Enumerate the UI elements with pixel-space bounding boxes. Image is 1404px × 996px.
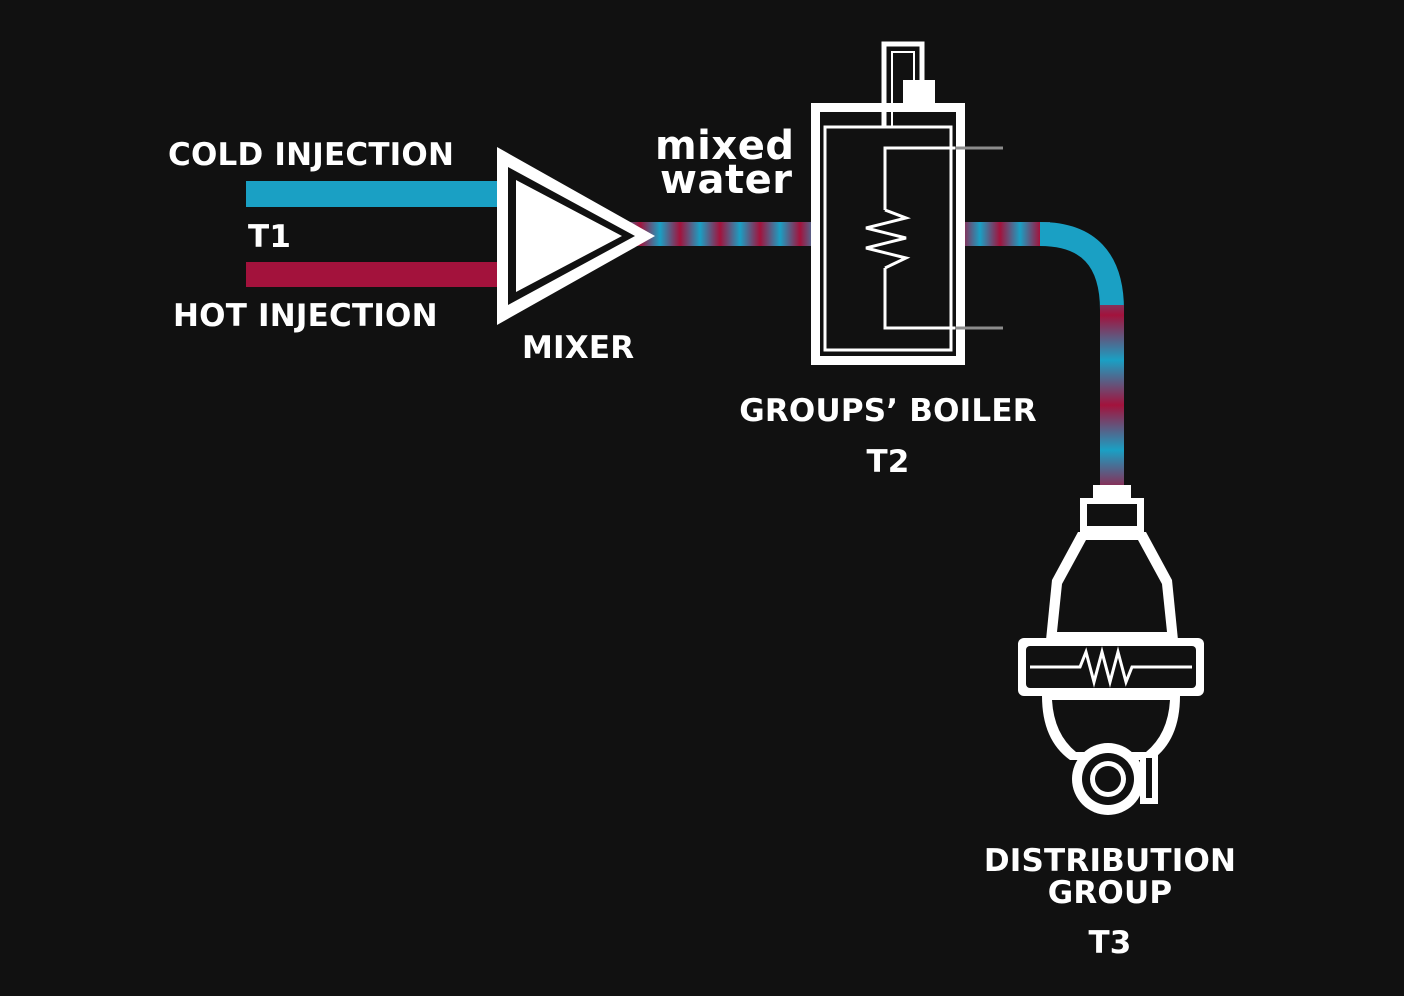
mixed-pipe-from-boiler bbox=[960, 222, 1050, 246]
t2-label: T2 bbox=[866, 444, 910, 480]
mixer-label: MIXER bbox=[522, 330, 635, 366]
mixed-water-label-line1: mixed bbox=[655, 123, 795, 169]
distribution-group-label-line1: DISTRIBUTION bbox=[983, 843, 1237, 879]
hot-injection-label: HOT INJECTION bbox=[173, 298, 438, 334]
boiler-icon bbox=[811, 41, 1003, 365]
distribution-group-icon bbox=[1018, 485, 1204, 815]
t1-label: T1 bbox=[248, 219, 292, 255]
hot-pipe bbox=[246, 262, 498, 287]
cold-pipe bbox=[246, 181, 498, 207]
mixed-water-label-line2: water bbox=[660, 157, 793, 203]
mixed-pipe-down bbox=[1100, 305, 1124, 490]
distribution-group-label-line2: GROUP bbox=[1047, 875, 1173, 911]
t3-label: T3 bbox=[1088, 925, 1132, 961]
groups-boiler-label: GROUPS’ BOILER bbox=[739, 393, 1037, 429]
pipe-bend bbox=[1039, 222, 1124, 311]
mixer-triangle-icon bbox=[497, 147, 655, 325]
cold-injection-label: COLD INJECTION bbox=[168, 137, 455, 173]
mixed-pipe-to-boiler bbox=[630, 222, 815, 246]
